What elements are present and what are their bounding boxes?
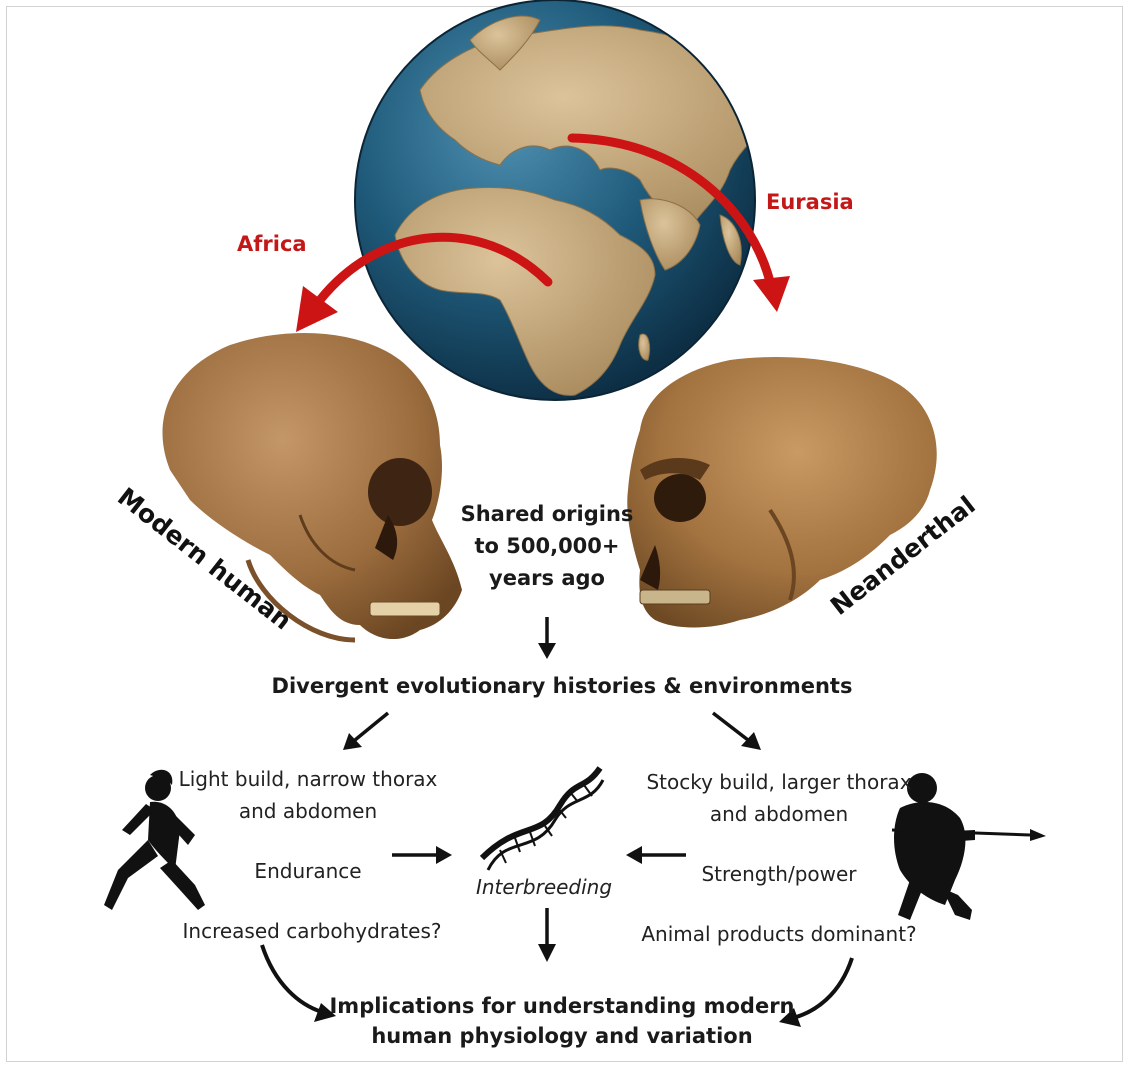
neanderthal-strength: Strength/power — [701, 859, 856, 890]
modern-diet: Increased carbohydrates? — [183, 916, 442, 947]
shared-origins-line3: years ago — [489, 564, 605, 592]
eurasia-arrowhead — [753, 276, 790, 312]
modern-build-line1: Light build, narrow thorax — [179, 764, 438, 795]
africa-label: Africa — [237, 232, 307, 256]
modern-human-skull — [163, 333, 463, 640]
dna-icon — [482, 768, 603, 870]
neanderthal-diet: Animal products dominant? — [641, 919, 916, 950]
globe — [355, 0, 780, 400]
divergence-heading: Divergent evolutionary histories & envir… — [272, 672, 853, 700]
neanderthal-skull — [627, 357, 936, 627]
eurasia-label: Eurasia — [766, 190, 854, 214]
hunter-icon — [892, 773, 1046, 920]
modern-endurance: Endurance — [254, 856, 361, 887]
shared-origins-line1: Shared origins — [461, 500, 634, 528]
implications-line2: human physiology and variation — [371, 1022, 752, 1050]
neanderthal-build-line2: and abdomen — [710, 799, 848, 830]
shared-origins-line2: to 500,000+ — [474, 532, 619, 560]
modern-build-line2: and abdomen — [239, 796, 377, 827]
implications-line1: Implications for understanding modern — [329, 992, 794, 1020]
neanderthal-build-line1: Stocky build, larger thorax — [646, 767, 911, 798]
interbreeding-label: Interbreeding — [476, 872, 612, 903]
